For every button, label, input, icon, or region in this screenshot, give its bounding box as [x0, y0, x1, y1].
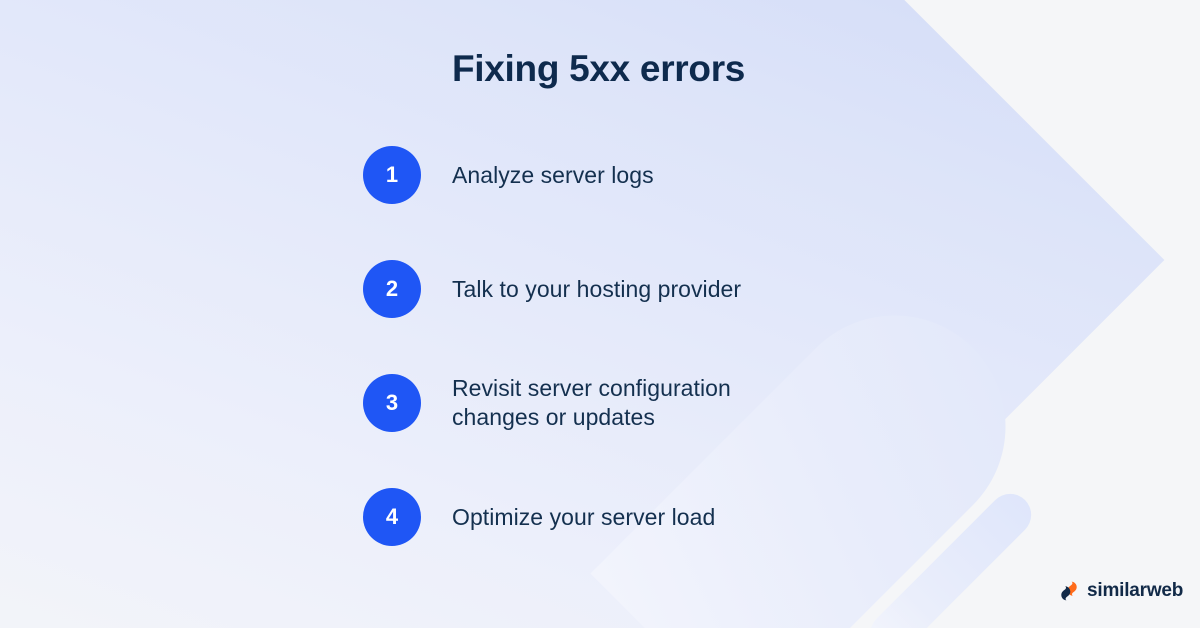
- step-label-4: Optimize your server load: [452, 503, 716, 530]
- step-number-badge-1: 1: [363, 146, 421, 204]
- step-number-badge-2: 2: [363, 260, 421, 318]
- step-number-badge-3: 3: [363, 374, 421, 432]
- similarweb-logo: similarweb: [1058, 580, 1183, 602]
- step-label-1: Analyze server logs: [452, 161, 654, 188]
- step-number-badge-4: 4: [363, 488, 421, 546]
- step-label-2: Talk to your hosting provider: [452, 275, 742, 302]
- steps-list: 1 Analyze server logs 2 Talk to your hos…: [363, 146, 923, 546]
- similarweb-wordmark: similarweb: [1087, 580, 1184, 601]
- list-item: 2 Talk to your hosting provider: [363, 260, 923, 318]
- list-item: 4 Optimize your server load: [363, 488, 923, 546]
- list-item: 3 Revisit server configuration changes o…: [363, 374, 923, 432]
- step-label-3: Revisit server configuration changes or …: [452, 375, 731, 430]
- page-title: Fixing 5xx errors: [452, 48, 746, 89]
- similarweb-logo-mark: [1061, 581, 1077, 601]
- list-item: 1 Analyze server logs: [363, 146, 923, 204]
